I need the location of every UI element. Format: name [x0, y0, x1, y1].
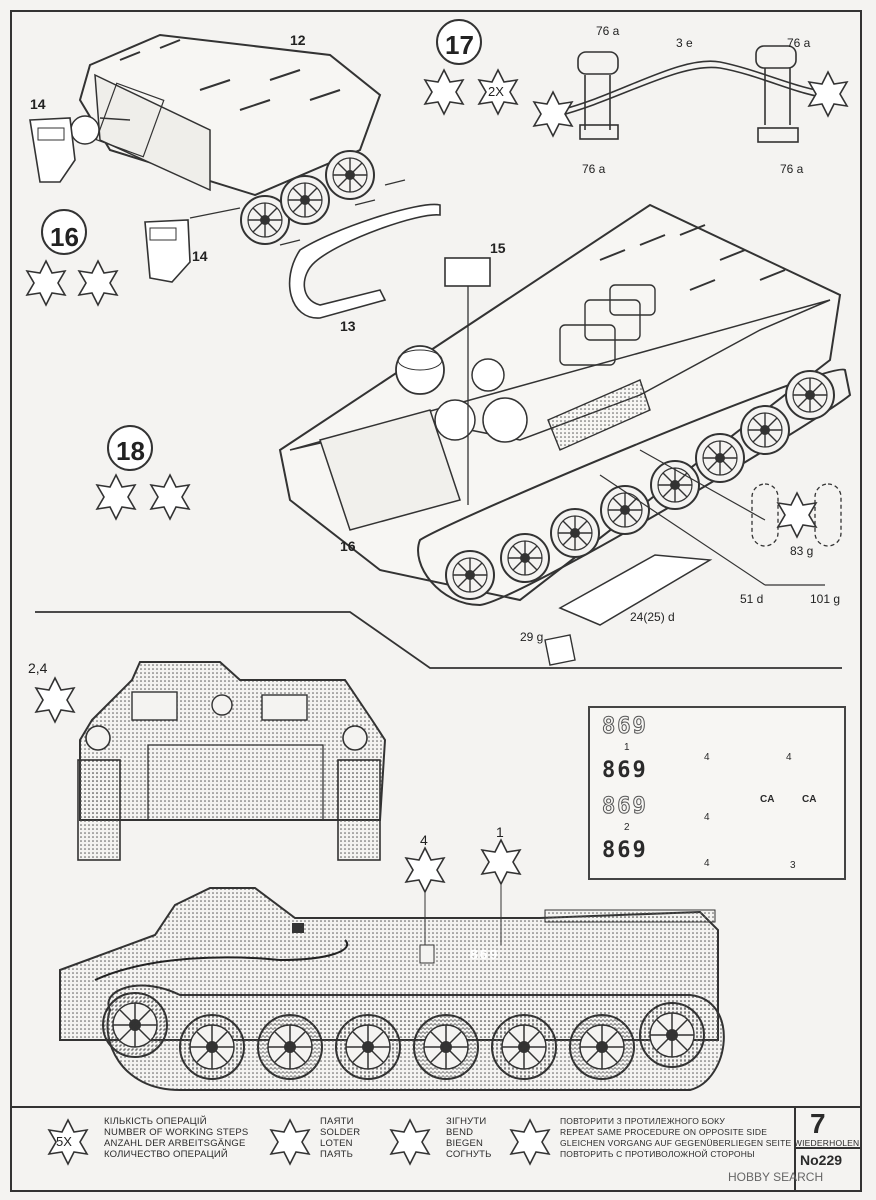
decal-label-4a: 4	[704, 752, 710, 763]
model-number: No229	[800, 1152, 843, 1168]
decal-869-solid-1: 869	[602, 758, 648, 783]
legend-icons	[48, 1106, 862, 1192]
marker-1-label: 1	[496, 824, 504, 840]
decal-869-outline-2: 869	[602, 794, 648, 820]
marker-4-label: 4	[420, 832, 428, 848]
decal-ca-1: CA	[760, 794, 775, 805]
part-76a-label-4: 76 a	[780, 162, 804, 176]
step-16-number: 16	[50, 222, 79, 252]
part-16-label: 16	[340, 538, 356, 554]
part-101g-label: 101 g	[810, 592, 841, 606]
front-view-drawing	[35, 661, 387, 861]
part-14a-label: 14	[30, 96, 46, 112]
hull-underside-assembly	[29, 33, 441, 319]
decal-label-3: 3	[790, 860, 796, 871]
page-frame	[10, 10, 862, 1192]
side-view-drawing	[59, 839, 725, 1091]
section-divider	[35, 611, 842, 669]
decal-label-4d: 4	[704, 858, 710, 869]
decal-ca-2: CA	[802, 794, 817, 805]
step-17-number: 17	[445, 30, 474, 60]
page-number: 7	[810, 1108, 826, 1139]
step-17-badge	[424, 19, 518, 115]
part-12-label: 12	[290, 32, 306, 48]
watermark: HOBBY SEARCH	[728, 1170, 824, 1184]
decal-label-1: 1	[624, 742, 630, 753]
decal-869-solid-2: 869	[602, 838, 648, 863]
handrail-detail	[533, 45, 848, 143]
decal-label-4b: 4	[786, 752, 792, 763]
step-17-repeat: 2X	[488, 84, 504, 99]
main-vehicle-drawing	[278, 203, 852, 666]
part-24-label: 24(25) d	[630, 610, 675, 624]
part-3e-label: 3 e	[676, 36, 693, 50]
decal-sheet: 869 1 869 869 2 869 4 4 4 4 3 CA CA	[588, 706, 846, 880]
part-76a-label-1: 76 a	[596, 24, 620, 38]
part-29g-label: 29 g	[520, 630, 544, 644]
decal-869-outline-1: 869	[602, 714, 648, 740]
side-number-decal: 869	[470, 946, 500, 962]
step-18-number: 18	[116, 436, 145, 466]
part-51d-label: 51 d	[740, 592, 764, 606]
step-16-badge	[26, 209, 118, 306]
part-83g-label: 83 g	[790, 544, 814, 558]
decal-label-4c: 4	[704, 812, 710, 823]
part-13-label: 13	[340, 318, 356, 334]
part-14b-label: 14	[192, 248, 208, 264]
part-76a-label-2: 76 a	[787, 36, 811, 50]
decal-label-2: 2	[624, 822, 630, 833]
legend-bar	[10, 1106, 862, 1194]
legend-count-badge: 5X	[56, 1134, 72, 1149]
part-15-label: 15	[490, 240, 506, 256]
part-76a-label-3: 76 a	[582, 162, 606, 176]
marker-24-label: 2,4	[28, 660, 48, 676]
step-18-badge	[96, 425, 190, 520]
